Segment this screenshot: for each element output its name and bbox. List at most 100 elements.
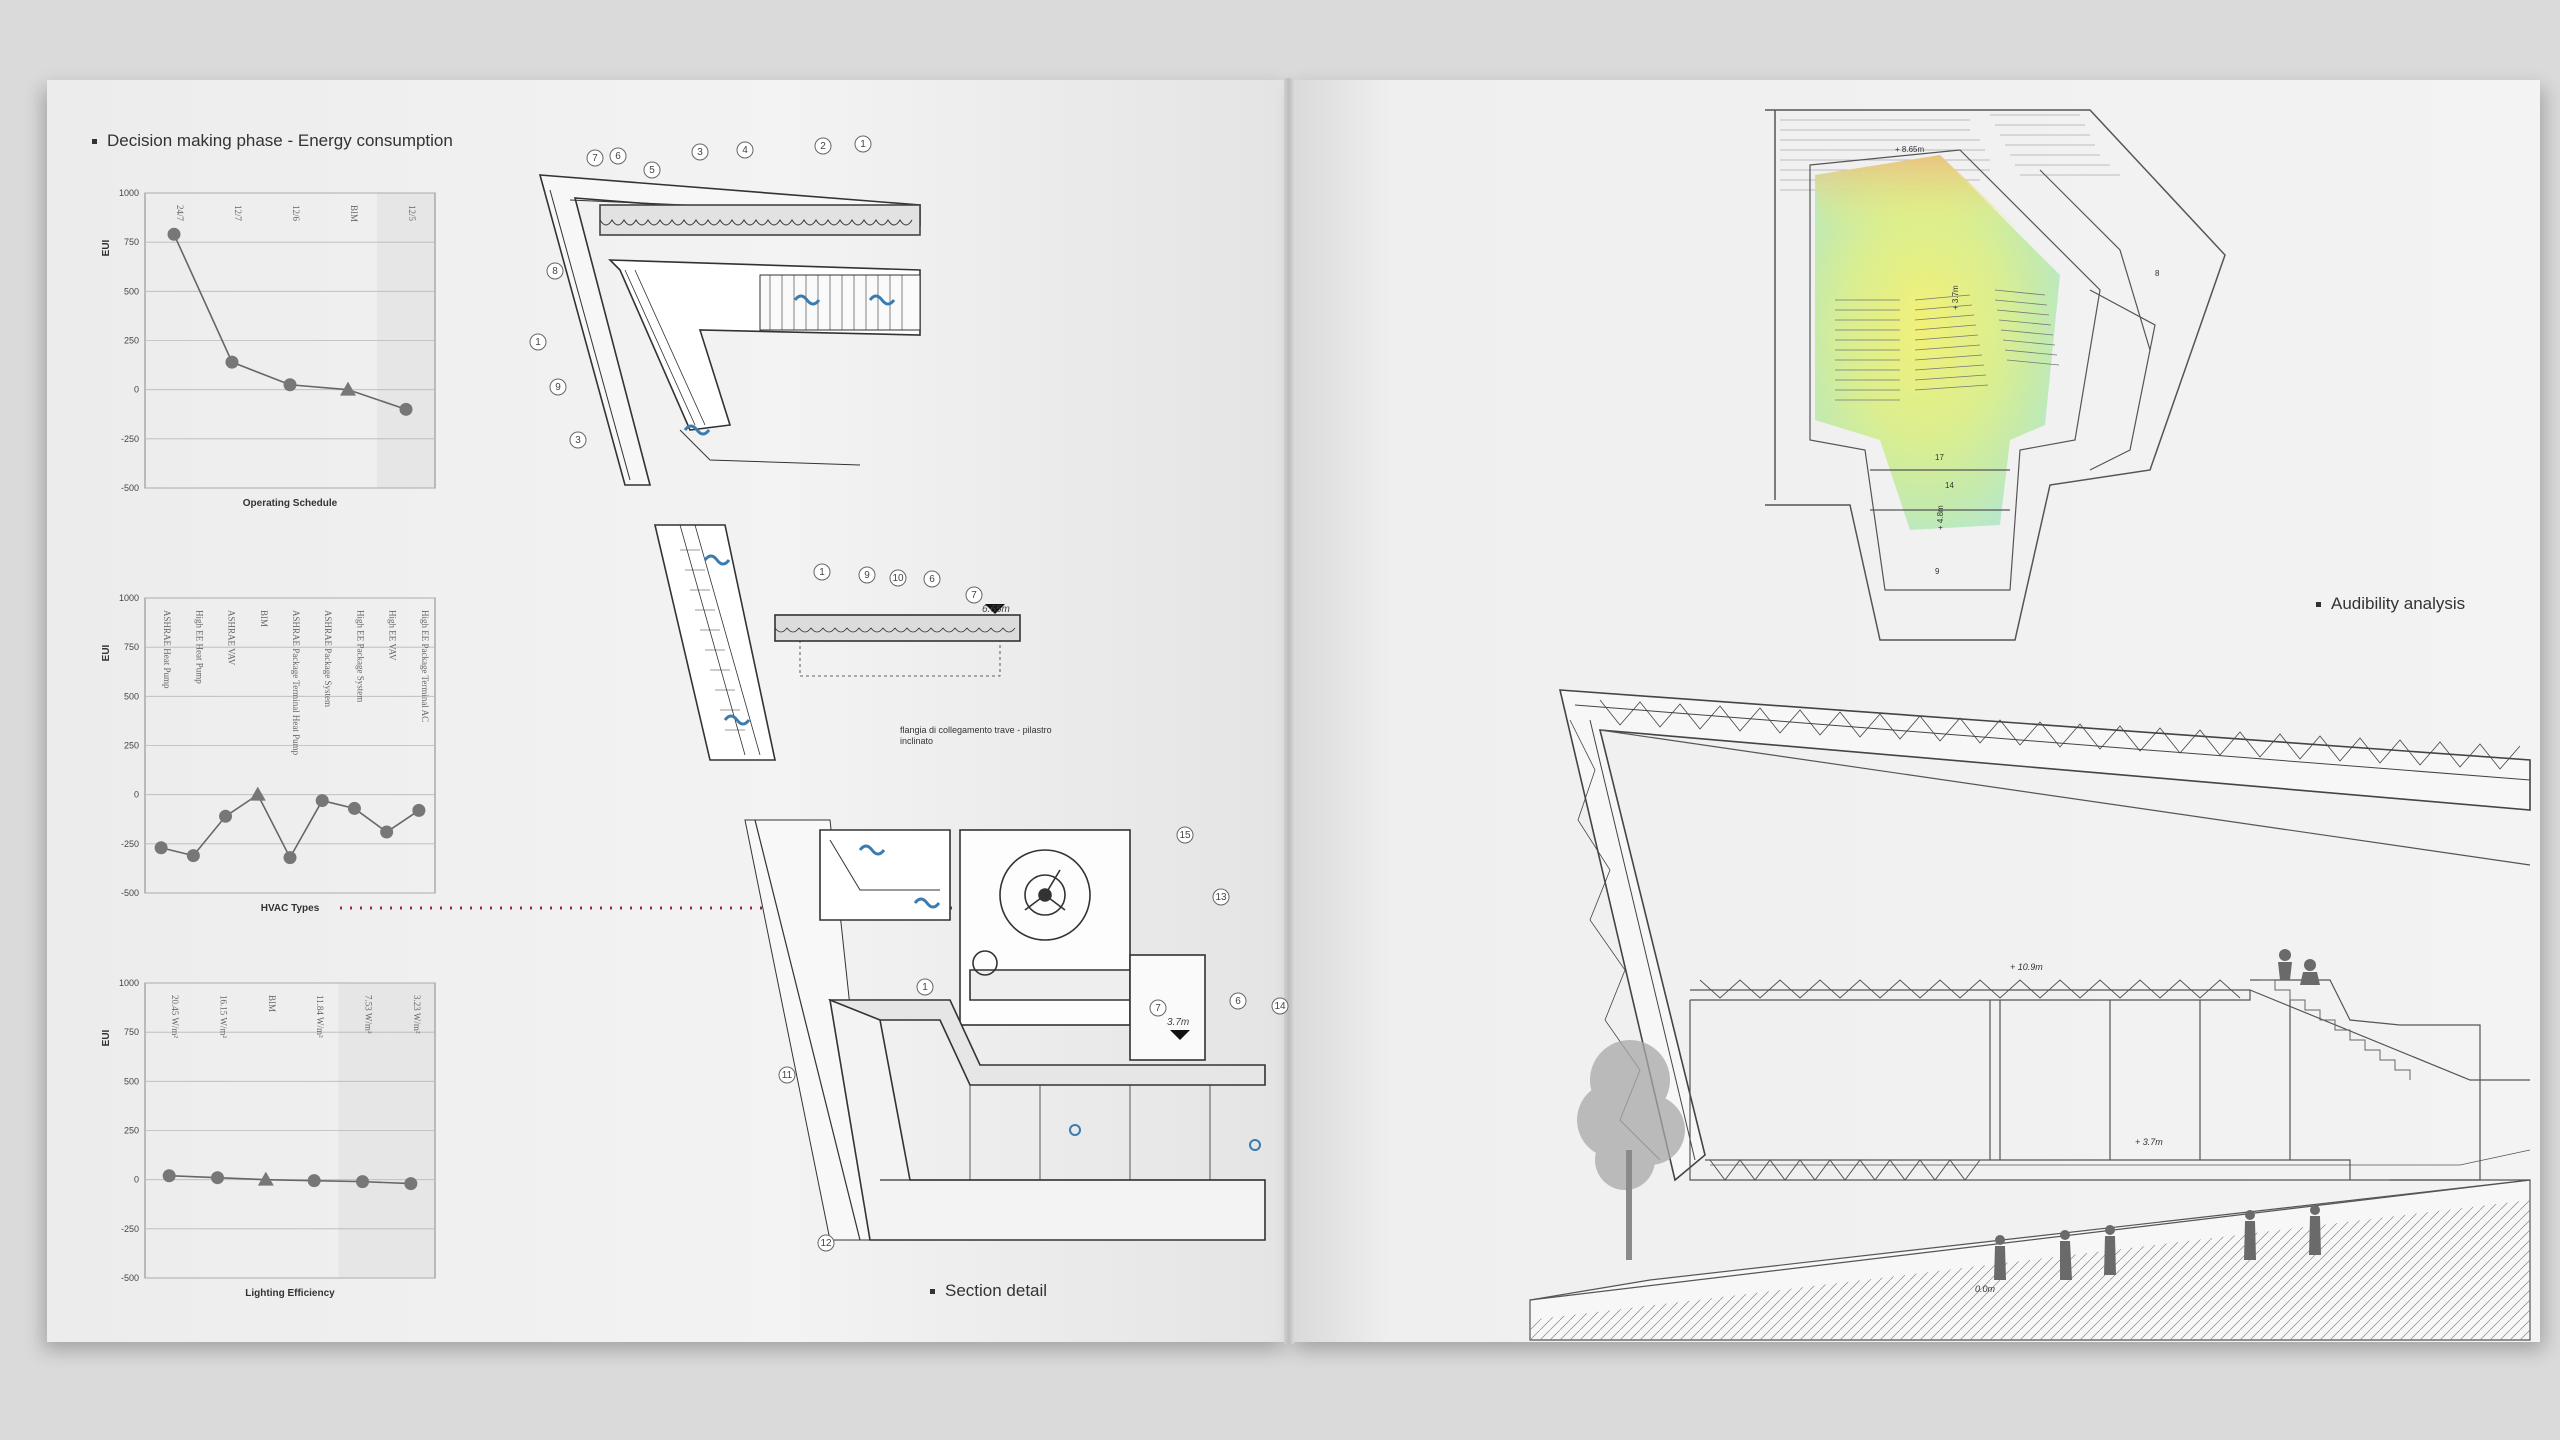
y-axis-label: EUI — [101, 239, 112, 256]
section-detail-label: Section detail — [930, 1281, 1047, 1301]
energy-header-text: Decision making phase - Energy consumpti… — [107, 131, 453, 150]
callout-text: 6 — [929, 574, 935, 585]
callout-text: 6 — [1235, 996, 1241, 1007]
detail-note: flangia di collegamento trave - pilastro… — [900, 725, 1052, 746]
data-point — [283, 378, 297, 392]
callout-text: 11 — [782, 1070, 793, 1081]
y-tick-label: -250 — [121, 839, 139, 849]
x-axis-label: Operating Schedule — [243, 498, 338, 509]
category-label: High EE Heat Pump — [194, 610, 204, 684]
category-label: 11.84 W/m² — [315, 995, 325, 1038]
category-label: BIM — [259, 610, 269, 627]
section-level-label: 0.0m — [1975, 1284, 1996, 1294]
category-label: 7.53 W/m² — [364, 995, 374, 1034]
y-tick-label: -500 — [121, 483, 139, 493]
audibility-label: Audibility analysis — [2316, 594, 2465, 614]
baseline-point — [340, 381, 356, 396]
callout-text: 3 — [575, 435, 581, 446]
data-point — [283, 851, 297, 865]
callout-text: 2 — [820, 141, 826, 152]
category-label: 12/6 — [291, 205, 301, 222]
callout-text: 5 — [649, 165, 655, 176]
callout-text: 7 — [971, 590, 977, 601]
category-label: 20.45 W/m² — [170, 995, 180, 1038]
y-tick-label: -250 — [121, 434, 139, 444]
data-point — [307, 1174, 321, 1188]
plan-label: 8 — [2155, 269, 2160, 278]
plan-label: + 8.65m — [1895, 145, 1924, 154]
callout-text: 1 — [819, 567, 825, 578]
category-label: 3.23 W/m² — [412, 995, 422, 1034]
category-label: ASHRAE VAV — [227, 610, 237, 666]
category-label: 16.15 W/m² — [219, 995, 229, 1038]
section-level-label: + 3.7m — [2135, 1137, 2163, 1147]
elevation-marker-icon — [1170, 1030, 1190, 1040]
y-axis-label: EUI — [101, 644, 112, 661]
callout-text: 4 — [742, 145, 748, 156]
category-label: 12/5 — [407, 205, 417, 222]
callout-text: 13 — [1215, 892, 1227, 903]
data-point — [167, 227, 181, 241]
data-point — [380, 825, 394, 839]
y-tick-label: 0 — [134, 790, 139, 800]
book-spine — [1284, 78, 1294, 1344]
category-label: BIM — [349, 205, 359, 222]
baseline-point — [257, 1171, 274, 1186]
y-tick-label: 0 — [134, 385, 139, 395]
callout-text: 1 — [535, 337, 541, 348]
callout-text: 9 — [864, 570, 870, 581]
data-point — [356, 1175, 369, 1189]
audibility-text: Audibility analysis — [2331, 594, 2466, 613]
y-tick-label: 500 — [124, 286, 139, 296]
data-point — [399, 402, 413, 416]
y-tick-label: 0 — [134, 1175, 139, 1185]
data-point — [347, 801, 361, 815]
series-line — [169, 1174, 411, 1185]
y-tick-label: 750 — [124, 237, 139, 247]
callout-text: 3 — [697, 147, 703, 158]
elevation-marker-icon — [985, 604, 1005, 614]
plan-label: + 3.7m — [1951, 285, 1960, 310]
y-tick-label: 1000 — [119, 978, 139, 988]
y-tick-label: 1000 — [119, 188, 139, 198]
audibility-plan: + 8.65m + 3.7m + 4.8m 17 14 9 8 — [1765, 109, 2226, 641]
elevation-label: 6.65m — [982, 604, 1010, 615]
callout-text: 12 — [820, 1238, 832, 1249]
data-point — [154, 841, 168, 855]
callout-text: 14 — [1274, 1001, 1286, 1012]
plan-label: 14 — [1945, 481, 1954, 490]
callout-text: 9 — [555, 382, 561, 393]
x-axis-label: Lighting Efficiency — [245, 1288, 335, 1299]
category-label: High EE VAV — [388, 610, 398, 661]
data-point — [162, 1169, 176, 1183]
y-tick-label: 1000 — [119, 593, 139, 603]
data-point — [211, 1171, 224, 1185]
y-tick-label: 750 — [124, 642, 139, 652]
y-tick-label: -250 — [121, 1224, 139, 1234]
callout-text: 7 — [1155, 1003, 1161, 1014]
callout-text: 8 — [552, 266, 558, 277]
data-point — [186, 849, 200, 863]
callout-text: 6 — [615, 151, 621, 162]
callout-text: 7 — [592, 153, 598, 164]
baseline-point — [249, 786, 266, 801]
y-tick-label: 500 — [124, 691, 139, 701]
callout-text: 10 — [892, 573, 904, 584]
callout-text: 1 — [860, 139, 866, 150]
section-level-label: + 10.9m — [2010, 962, 2043, 972]
category-label: ASHRAE Heat Pump — [162, 610, 172, 689]
building-section: + 10.9m + 3.7m 0.0m — [1529, 689, 2531, 1341]
y-tick-label: 250 — [124, 1126, 139, 1136]
bullet-icon — [930, 1289, 935, 1295]
category-label: BIM — [267, 995, 277, 1012]
data-point — [412, 803, 426, 817]
series-line — [160, 793, 420, 860]
data-point — [219, 809, 233, 823]
category-label: 12/7 — [233, 205, 243, 222]
plan-label: 17 — [1935, 453, 1944, 462]
section-detail-drawing: 7 6 5 3 4 2 1 8 1 9 3 1 9 10 6 7 15 13 1… — [529, 135, 1289, 1252]
y-tick-label: -500 — [121, 888, 139, 898]
y-axis-label: EUI — [101, 1029, 112, 1046]
